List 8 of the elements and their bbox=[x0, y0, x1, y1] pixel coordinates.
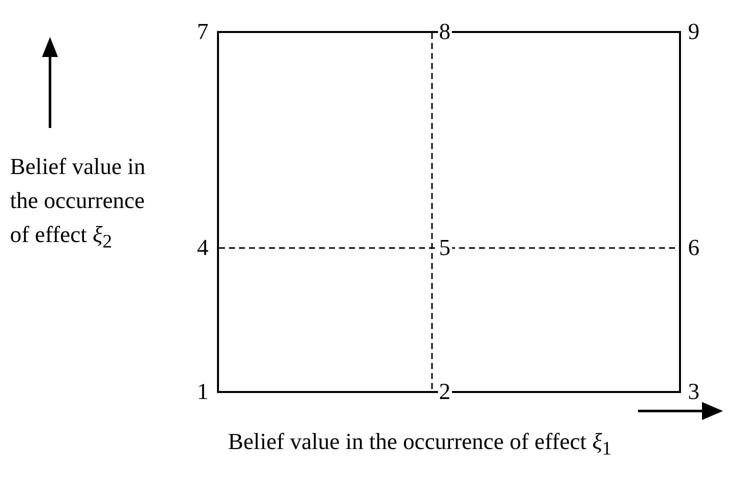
grid-point-number: 6 bbox=[688, 234, 700, 262]
grid-point-number: 4 bbox=[197, 234, 208, 262]
grid-point-number: 7 bbox=[197, 18, 208, 46]
axis-label: Belief value in the occurrence of effect ξ$_{1}$ bbox=[228, 428, 612, 462]
grid-point-number: 1 bbox=[197, 378, 208, 406]
axis-label: Belief value in the occurrence of effect ξ$_{2}$ bbox=[10, 153, 146, 255]
grid-point-number: 3 bbox=[688, 378, 700, 406]
grid-point-number: 9 bbox=[688, 18, 700, 46]
